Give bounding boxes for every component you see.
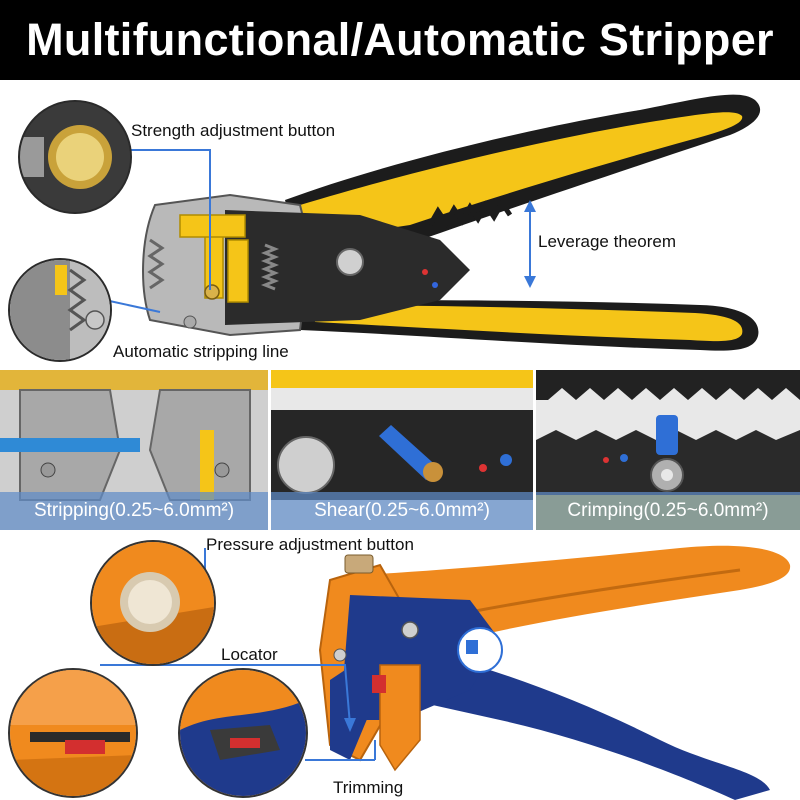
pressure-button-closeup	[90, 540, 216, 666]
stripping-line-closeup	[8, 258, 112, 362]
trimming-closeup	[178, 668, 308, 798]
trimming-label: Trimming	[333, 778, 404, 797]
leverage-theorem-label: Leverage theorem	[538, 232, 676, 251]
locator-closeup	[8, 668, 138, 798]
orange-stripper-illustration	[100, 545, 791, 800]
title-banner: Multifunctional/Automatic Stripper	[0, 0, 800, 80]
crimping-panel: Crimping(0.25~6.0mm²)	[536, 370, 800, 530]
pressure-adjustment-label: Pressure adjustment button	[206, 535, 414, 554]
automatic-stripping-line-label: Automatic stripping line	[113, 342, 289, 361]
yellow-stripper-illustration	[104, 94, 761, 351]
stripping-panel: Stripping(0.25~6.0mm²)	[0, 370, 268, 530]
strength-button-closeup	[18, 100, 132, 214]
shear-panel: Shear(0.25~6.0mm²)	[271, 370, 533, 530]
locator-label: Locator	[221, 645, 278, 664]
strength-adjustment-label: Strength adjustment button	[131, 121, 336, 140]
crimping-caption: Crimping(0.25~6.0mm²)	[536, 492, 800, 530]
shear-caption: Shear(0.25~6.0mm²)	[271, 492, 533, 530]
stripping-caption: Stripping(0.25~6.0mm²)	[0, 492, 268, 530]
